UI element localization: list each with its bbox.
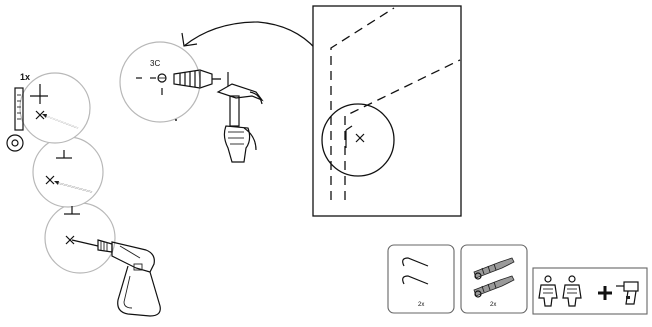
anchor-part-box: 2x xyxy=(460,244,528,314)
drill-icon xyxy=(71,239,161,317)
wall-detail-circle xyxy=(321,103,395,177)
wall-panel xyxy=(312,5,462,217)
pencil-icon xyxy=(54,181,93,193)
hammer-icon xyxy=(216,83,264,163)
cross-mark-icon xyxy=(65,235,75,245)
drill-icon xyxy=(616,281,639,305)
hook-icon xyxy=(402,257,429,285)
pencil-detail-circle xyxy=(32,136,104,208)
anchor-quantity: 2x xyxy=(490,302,496,308)
marking-sequence: 1x xyxy=(6,72,161,317)
parts-list: 2x 2x xyxy=(387,244,648,315)
wall-plug-icon xyxy=(473,257,515,298)
plus-icon xyxy=(598,286,612,300)
quantity-label: 1x xyxy=(20,72,30,82)
two-people-icon xyxy=(538,275,582,307)
cross-mark-icon xyxy=(35,110,45,120)
level-detail-circle xyxy=(19,72,91,144)
plug-detail: 3C xyxy=(119,21,346,163)
detail-label: 3C xyxy=(150,59,160,68)
hook-part-box: 2x xyxy=(387,244,455,314)
pencil-icon xyxy=(42,114,79,129)
hook-quantity: 2x xyxy=(418,302,424,308)
wall-plug-icon xyxy=(173,69,224,89)
cross-mark-icon xyxy=(355,133,365,143)
level-icon xyxy=(6,87,24,152)
cross-mark-icon xyxy=(45,175,55,185)
requirements-box xyxy=(532,267,648,315)
